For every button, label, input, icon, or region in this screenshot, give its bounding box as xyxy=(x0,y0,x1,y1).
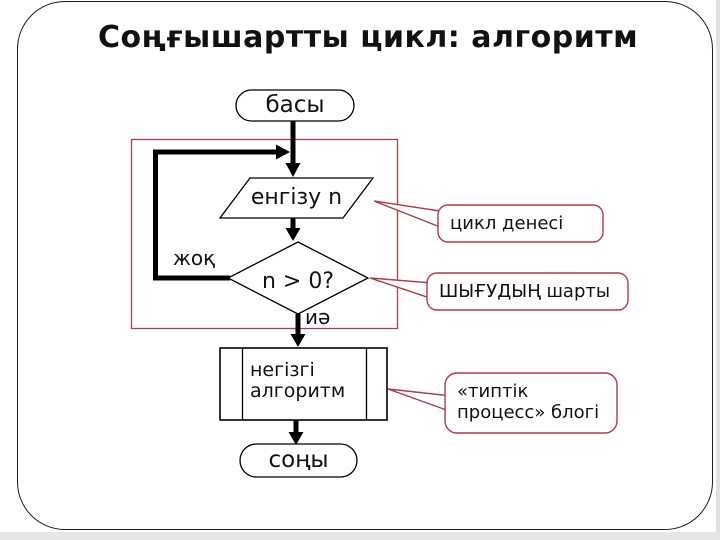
callout-exit-condition-tail xyxy=(369,277,434,300)
callout-exit-condition xyxy=(369,272,629,311)
end-terminator-shape xyxy=(239,443,358,478)
callout-loop-body-box xyxy=(437,204,604,243)
slide-canvas xyxy=(17,1,713,530)
loop-region-outline xyxy=(130,138,399,330)
input-label: енгізу n xyxy=(250,185,343,210)
callout-loop-body-label: цикл денесі xyxy=(450,213,564,234)
yes-branch-label: иә xyxy=(305,305,331,329)
window-edge-bottom xyxy=(0,532,720,540)
flow-shapes xyxy=(218,89,388,478)
callout-typical-process-tail xyxy=(387,388,453,413)
end-label: соңы xyxy=(268,447,329,473)
callout-exit-condition-box xyxy=(426,272,629,311)
callout-typical-process-box xyxy=(444,372,618,434)
start-terminator-shape xyxy=(235,89,355,122)
arrowhead-into-decision xyxy=(285,228,301,241)
arrowhead-into-end xyxy=(288,432,304,445)
flow-arrowheads xyxy=(276,144,306,445)
no-branch-label: жоқ xyxy=(172,246,216,270)
arrowhead-into-input xyxy=(285,163,301,177)
callout-exit-condition-label: ШЫҒУДЫҢ шарты xyxy=(439,281,611,302)
callout-typical-process-label: «типтік процесс» блогі xyxy=(457,381,600,423)
callout-loop-body xyxy=(373,200,604,243)
condition-label: n > 0? xyxy=(261,269,335,294)
loop-back-connector xyxy=(153,149,276,281)
page-title: Соңғышартты цикл: алгоритм xyxy=(98,20,639,55)
start-label: басы xyxy=(265,92,325,118)
callout-loop-body-tail xyxy=(373,200,441,229)
predefined-process-shape xyxy=(219,347,388,421)
callout-typical-process xyxy=(387,372,618,434)
input-parallelogram-shape xyxy=(218,177,375,219)
process-label: негізгі алгоритм xyxy=(250,359,346,402)
arrowhead-into-process xyxy=(290,334,306,347)
arrowhead-loop-back xyxy=(276,144,290,160)
window-edge-right xyxy=(716,0,720,540)
flow-connectors xyxy=(153,121,301,433)
decision-diamond-shape xyxy=(226,241,370,315)
